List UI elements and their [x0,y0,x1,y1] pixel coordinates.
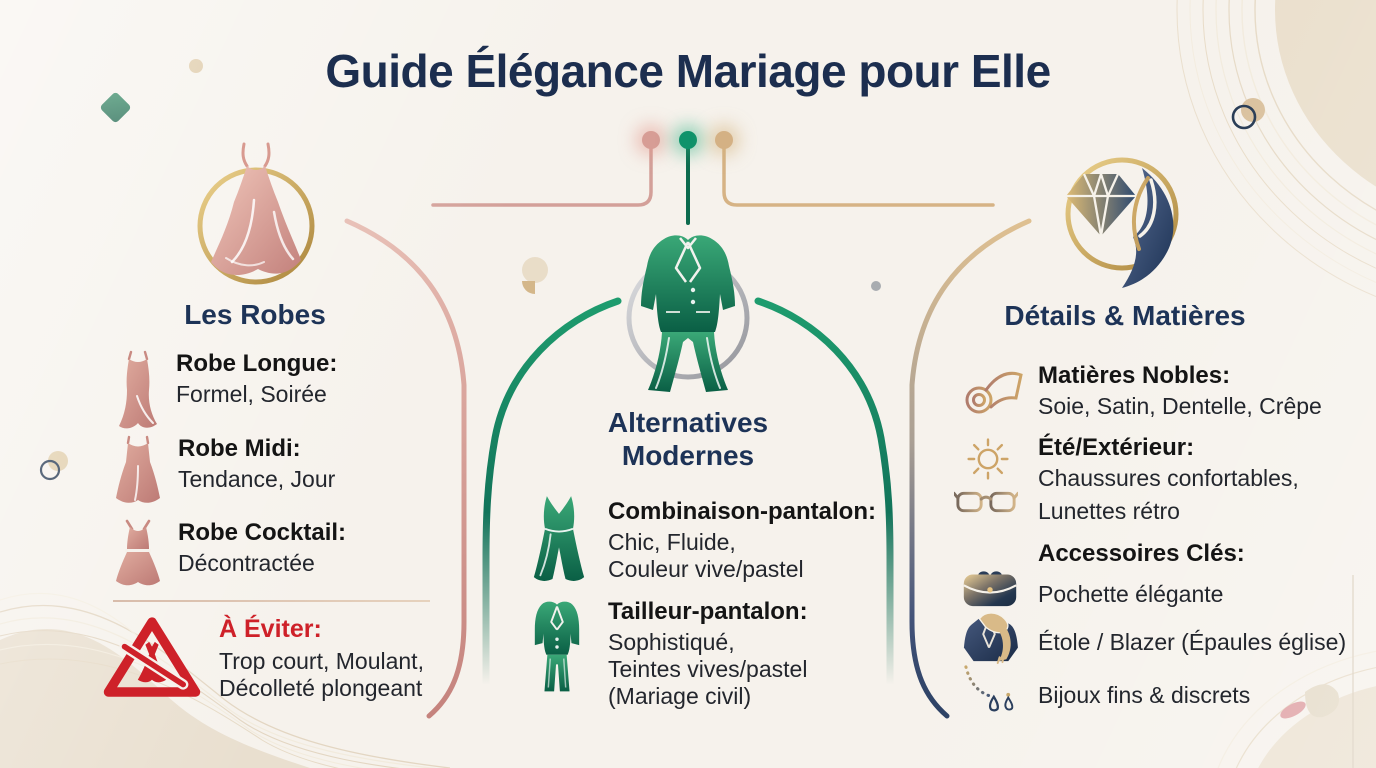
cream-circle-decor [522,257,548,283]
left-column-heading: Les Robes [184,299,326,330]
gray-dot-decor [871,281,881,291]
rose-connector-line [431,146,653,207]
scatter-decor [39,59,1339,719]
combinaison-item: Combinaison-pantalon: Chic, Fluide, Coul… [608,498,876,583]
item-line2: Teintes vives/pastel [608,655,808,682]
matieres-item: Matières Nobles: Soie, Satin, Dentelle, … [1038,362,1322,420]
sun-icon [967,438,1009,480]
item-label: Matières Nobles: [1038,362,1231,389]
midi-dress-icon [116,435,160,503]
item-line1: Chaussures confortables, [1038,464,1299,491]
clutch-icon [963,571,1017,607]
cocktail-dress-icon [116,519,160,586]
rose-dot [642,131,660,149]
diamond-fabric-icon [1065,157,1179,288]
avoid-line2: Décolleté plongeant [219,674,423,701]
avoid-warning: À Éviter: Trop court, Moulant, Décolleté… [100,612,424,704]
item-label: Robe Longue: [176,350,338,377]
robe-midi-item: Robe Midi: Tendance, Jour [113,435,335,507]
item-label: Robe Cocktail: [178,519,347,546]
green-arc-right [754,297,894,689]
item-label: Combinaison-pantalon: [608,498,876,525]
bottomright-contours [1217,575,1376,768]
right-column-heading: Détails & Matières [1004,300,1246,331]
tan-dot-decor [189,59,203,73]
item-desc: Formel, Soirée [176,380,327,407]
item-label: Robe Midi: [178,435,301,462]
topright-contours [1176,0,1376,298]
navy-ring-topright [1231,104,1257,130]
accessoires-heading: Accessoires Clés: [1038,540,1245,568]
left-divider [113,600,430,602]
suit-icon [534,601,580,692]
item-line3: (Mariage civil) [608,682,752,709]
long-dress-icon [119,350,157,429]
navy-ring-left [39,459,61,481]
no-dress-warning-icon [103,617,201,697]
gold-navy-arc [909,218,1032,719]
pink-petal-decor [1280,701,1306,719]
item-desc: Décontractée [178,549,315,576]
tailleur-item: Tailleur-pantalon: Sophistiqué, Teintes … [608,598,808,710]
gold-connector-line [722,146,995,207]
center-heading-line2: Modernes [621,440,755,471]
beige-petal-decor [1305,684,1339,718]
tan-wedge-decor [522,281,535,294]
item-line1: Soie, Satin, Dentelle, Crêpe [1038,392,1322,419]
ete-exterieur-item: Été/Extérieur: Chaussures confortables, … [1038,434,1299,525]
avoid-line1: Trop court, Moulant, [219,647,424,674]
connector-lines [431,146,995,225]
center-column-heading: Alternatives Modernes [560,406,816,472]
item-line1: Chic, Fluide, [608,528,736,555]
item-label: Été/Extérieur: [1038,434,1195,461]
bottomleft-contours [0,592,451,768]
green-diamond-decor [100,92,131,123]
accessory-text: Bijoux fins & discrets [1038,682,1251,708]
item-line2: Couleur vive/pastel [608,555,804,582]
page-title: Guide Élégance Mariage pour Elle [325,45,1051,97]
green-arc-left [482,297,622,689]
flanking-arcs [344,218,1032,719]
center-heading-line1: Alternatives [607,407,769,438]
gown-icon [197,142,315,285]
green-dot [679,131,697,149]
pantsuit-icon [626,235,750,392]
blazer-stole-icon [963,612,1018,665]
avoid-label: À Éviter: [219,615,322,643]
item-line1: Sophistiqué, [608,628,735,655]
jewelry-icon [964,665,1014,712]
accessory-text: Étole / Blazer (Épaules église) [1038,629,1347,655]
robe-longue-item: Robe Longue: Formel, Soirée [115,350,337,430]
robe-cocktail-item: Robe Cocktail: Décontractée [113,519,346,591]
fabric-roll-icon [965,371,1023,414]
tan-circle-left [48,451,68,471]
item-label: Accessoires Clés: [1038,540,1245,567]
gold-dot [715,131,733,149]
item-line2: Lunettes rétro [1038,497,1180,524]
item-label: Tailleur-pantalon: [608,598,808,625]
jumpsuit-icon [533,496,585,581]
item-desc: Tendance, Jour [178,465,336,492]
glasses-icon [954,491,1018,513]
rose-arc [344,218,467,719]
accessory-text: Pochette élégante [1038,581,1224,607]
